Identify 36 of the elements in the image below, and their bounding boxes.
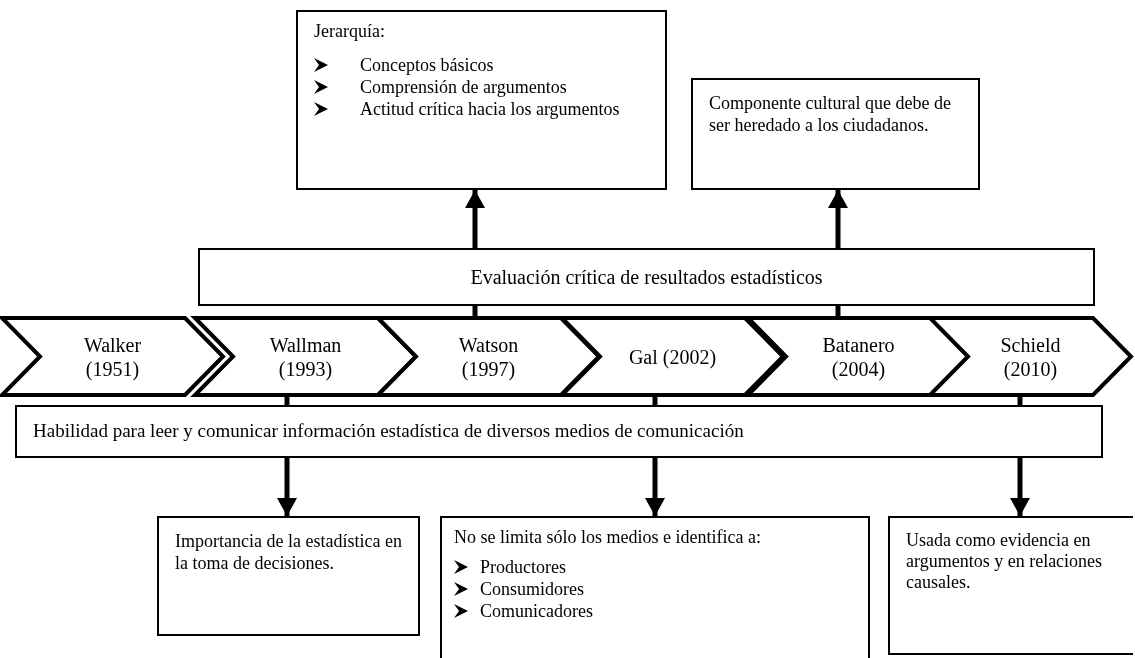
list-item: Conceptos básicos xyxy=(359,54,494,76)
list-item: Consumidores xyxy=(480,578,584,600)
text-box xyxy=(888,516,1133,655)
text-box xyxy=(691,78,980,190)
list-item: Comprensión de argumentos xyxy=(359,76,567,98)
text-box xyxy=(157,516,420,636)
box-text: Jerarquía: xyxy=(314,20,386,42)
author-year-label: Wallman (1993) xyxy=(268,332,343,381)
author-year-label: Schield (2010) xyxy=(999,332,1062,381)
author-year-label: Walker (1951) xyxy=(82,332,143,381)
connector-line xyxy=(1017,397,1023,405)
connector-line xyxy=(835,306,841,316)
box-text: Componente cultural que debe de ser heredado a los ciudadanos. xyxy=(709,92,952,136)
list-item: Actitud crítica hacia los argumentos xyxy=(359,98,620,120)
text-box xyxy=(198,248,1095,306)
list-item: Productores xyxy=(480,556,566,578)
arrow xyxy=(645,458,665,516)
arrow xyxy=(277,458,297,516)
author-year-label: Gal (2002) xyxy=(627,344,718,369)
connector-line xyxy=(652,397,658,405)
box-text: Usada como evidencia en argumentos y en relaciones causales. xyxy=(906,530,1104,593)
box-text: Habilidad para leer y comunicar información estadística de diversos medios de comunicación xyxy=(33,419,744,444)
connector-line xyxy=(472,306,478,316)
author-year-label: Watson (1997) xyxy=(457,332,520,381)
text-box xyxy=(296,10,667,190)
box-text: Evaluación crítica de resultados estadísticos xyxy=(470,265,823,290)
arrow xyxy=(1010,458,1030,516)
box-text: Importancia de la estadística en la toma de decisiones. xyxy=(175,530,403,574)
connector-line xyxy=(284,397,290,405)
text-box xyxy=(15,405,1103,458)
arrow xyxy=(828,190,848,248)
author-year-label: Batanero (2004) xyxy=(821,332,896,381)
text-box xyxy=(440,516,870,658)
arrow xyxy=(465,190,485,248)
list-item: Comunicadores xyxy=(480,600,593,622)
box-text: No se limita sólo los medios e identifica a: xyxy=(454,526,762,548)
